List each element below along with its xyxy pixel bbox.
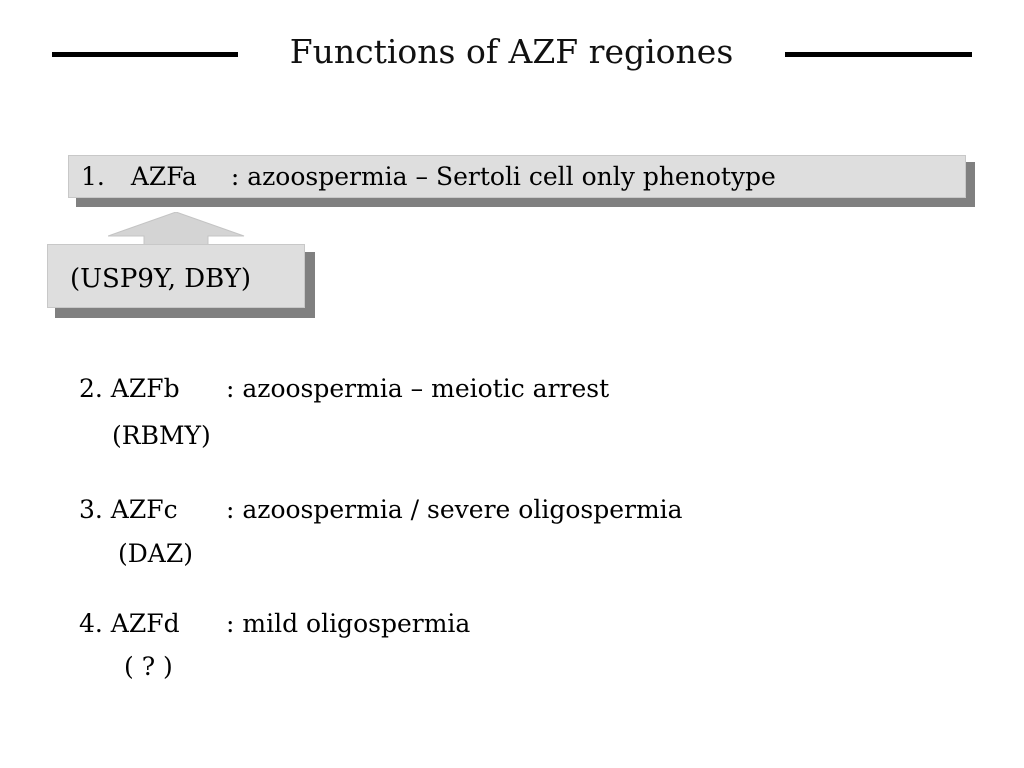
list-item-azfd: 4. AZFd : mild oligospermia bbox=[79, 609, 470, 638]
azfb-name: 2. AZFb bbox=[79, 374, 180, 403]
azfc-genes: (DAZ) bbox=[118, 539, 193, 568]
slide-title: Functions of AZF regiones bbox=[289, 32, 734, 71]
azfa-name: AZFa bbox=[130, 162, 197, 191]
azfd-description: : mild oligospermia bbox=[226, 609, 471, 638]
azfa-highlight-box: 1. AZFa : azoospermia – Sertoli cell only … bbox=[68, 155, 966, 198]
azfb-description: : azoospermia – meiotic arrest bbox=[226, 374, 610, 403]
azfa-number: 1. bbox=[81, 162, 105, 191]
azfd-genes: ( ? ) bbox=[124, 652, 173, 681]
azfa-genes-box: (USP9Y, DBY) bbox=[47, 244, 305, 308]
azfa-description: : azoospermia – Sertoli cell only phenot… bbox=[230, 162, 776, 191]
azfc-description: : azoospermia / severe oligospermia bbox=[226, 495, 683, 524]
list-item-azfc: 3. AZFc : azoospermia / severe oligosperm… bbox=[79, 495, 683, 524]
azfd-name: 4. AZFd bbox=[79, 609, 180, 638]
azfb-genes: (RBMY) bbox=[112, 421, 211, 450]
azfc-name: 3. AZFc bbox=[79, 495, 178, 524]
title-rule-left bbox=[52, 52, 238, 57]
up-arrow-icon bbox=[108, 212, 245, 246]
list-item-azfb: 2. AZFb : azoospermia – meiotic arrest bbox=[79, 374, 609, 403]
title-rule-right bbox=[785, 52, 972, 57]
